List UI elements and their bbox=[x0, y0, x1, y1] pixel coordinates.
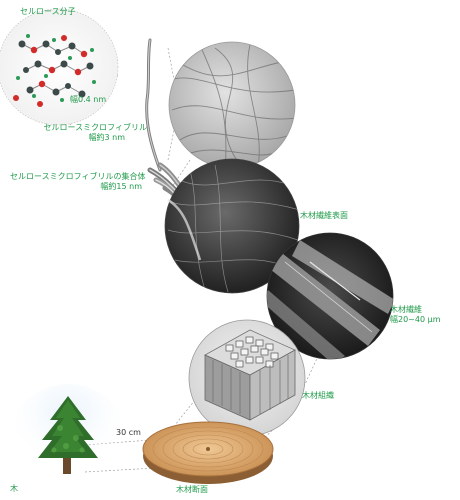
microfibril-tem-image bbox=[169, 42, 298, 170]
tree-illustration bbox=[13, 384, 123, 480]
label-molecule-width: 幅0.4 nm bbox=[70, 95, 106, 105]
label-microfibril-width: 幅約3 nm bbox=[15, 133, 125, 143]
label-tree: 木 bbox=[10, 484, 18, 494]
wood-cross-section-illustration bbox=[143, 422, 273, 484]
label-microfibril-bundle: セルロースミクロフィブリルの集合体 bbox=[10, 172, 145, 182]
label-cross-section: 木材断面 bbox=[176, 485, 208, 495]
wood-tissue-sem-image bbox=[189, 320, 305, 436]
label-wood-fiber: 木材繊維 bbox=[390, 305, 422, 315]
label-fiber-surface: 木材繊維表面 bbox=[300, 211, 348, 221]
label-microfibril: セルロースミクロフィブリル bbox=[15, 123, 147, 133]
label-fiber-width: 幅20~40 μm bbox=[390, 315, 441, 325]
cellulose-molecule-model bbox=[0, 9, 118, 125]
label-dimension: 30 cm bbox=[116, 428, 141, 438]
microfibril-strand bbox=[147, 40, 160, 170]
label-cellulose-molecule: セルロース分子 bbox=[20, 7, 76, 17]
label-wood-tissue: 木材組織 bbox=[302, 391, 334, 401]
label-bundle-width: 幅約15 nm bbox=[40, 182, 142, 192]
